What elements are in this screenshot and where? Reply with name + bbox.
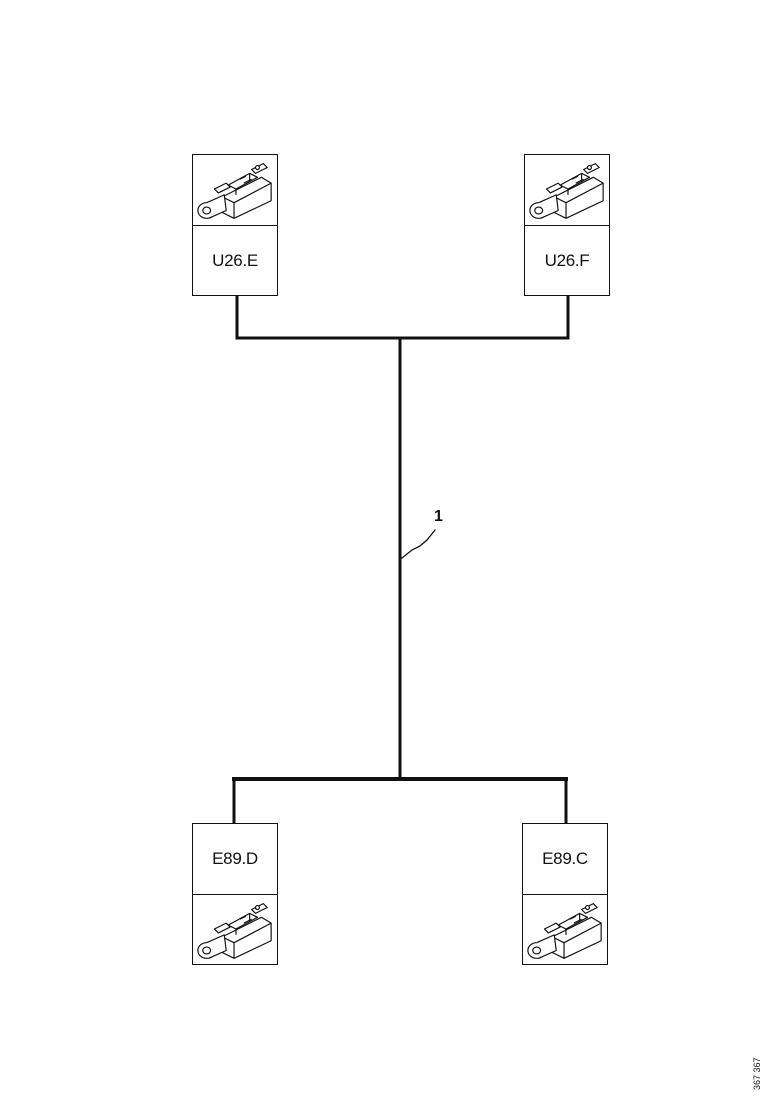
connector-label: E89.C (542, 849, 588, 868)
callout-leader (401, 529, 436, 559)
connector-label: U26.F (544, 251, 590, 270)
connector-plug-icon (523, 894, 607, 965)
callout-number: 1 (434, 508, 443, 525)
connector-e89c[interactable]: E89.C (522, 823, 608, 965)
connector-plug-icon (525, 155, 609, 226)
figure-number: 367 367 (752, 1057, 762, 1090)
connector-plug-icon (193, 155, 277, 226)
connector-label: E89.D (212, 849, 258, 868)
connector-u26f[interactable]: U26.F (524, 154, 610, 296)
connector-plug-icon (193, 894, 277, 965)
connector-e89d[interactable]: E89.D (192, 823, 278, 965)
connector-u26e[interactable]: U26.E (192, 154, 278, 296)
connector-label: U26.E (212, 251, 258, 270)
